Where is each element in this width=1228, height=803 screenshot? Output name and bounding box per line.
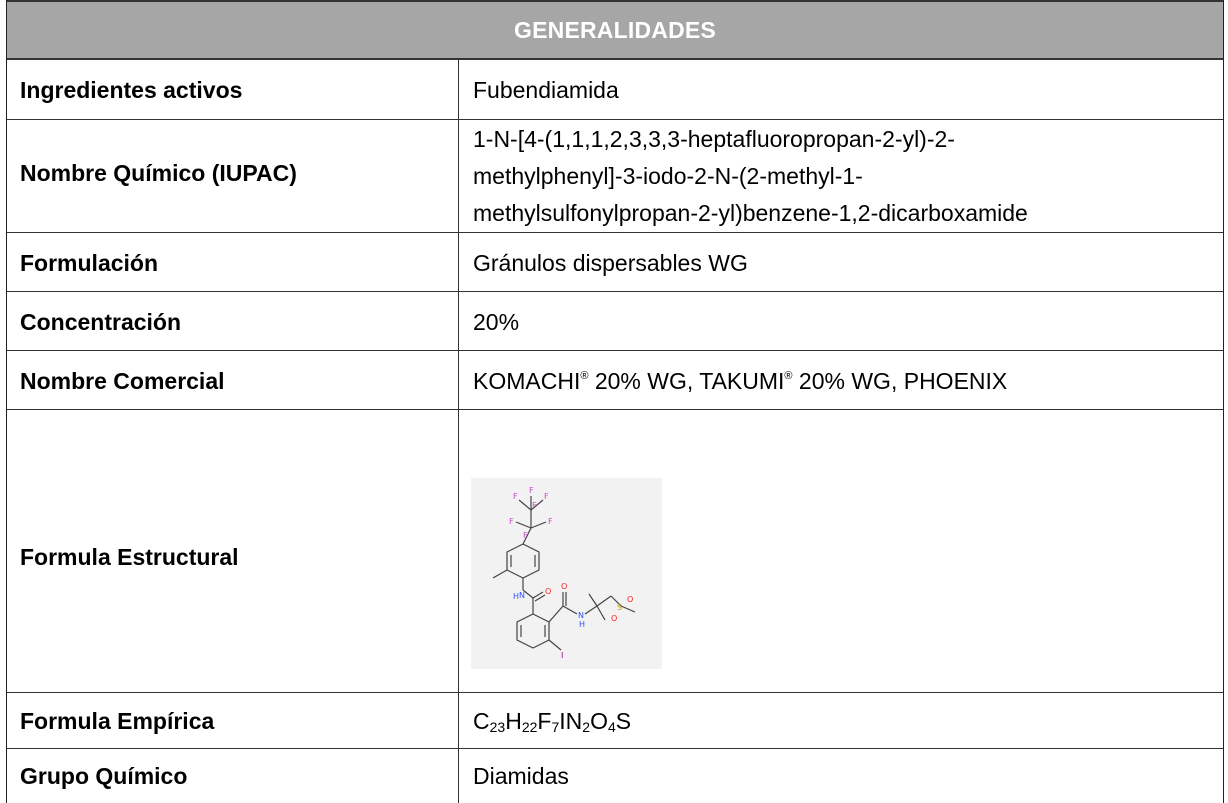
formula-subscript: 22 [521,719,538,735]
registered-mark: ® [784,370,793,382]
atom-label: F [513,492,518,501]
atom-label: F [532,501,537,510]
atom-label: H [513,592,519,601]
atom-label: N [578,611,584,620]
formula-subscript: 23 [489,719,506,735]
registered-mark: ® [580,370,589,382]
iupac-name: 1-N-[4-(1,1,1,2,3,3,3-heptafluoropropan-… [473,121,1028,232]
atom-label: I [561,651,563,660]
row-ingredientes: Ingredientes activos Fubendiamida [7,60,1223,120]
row-label: Formula Estructural [20,544,239,570]
trade-name-part: 20% WG, PHOENIX [792,368,1008,394]
formula-element: C [473,708,490,734]
atom-label: O [561,582,567,591]
atom-label: O [545,587,551,596]
generalidades-table: GENERALIDADES Ingredientes activos Fuben… [6,0,1224,803]
structural-formula-drawing: F F F F F F F N H O O N H S O O I [492,486,636,660]
formula-subscript: 2 [582,719,591,735]
column-divider [458,60,459,803]
atom-label: H [579,620,585,629]
row-formulacion: Formulación Gránulos dispersables WG [7,233,1223,292]
row-label: Concentración [20,309,182,335]
atom-label: F [523,531,528,540]
row-label: Grupo Químico [20,763,188,789]
atom-label: F [529,486,534,495]
iupac-line: methylsulfonylpropan-2-yl)benzene-1,2-di… [473,200,1028,226]
structural-formula-image: F F F F F F F N H O O N H S O O I [471,478,662,669]
trade-name-part: 20% WG, TAKUMI [588,368,785,394]
header-title: GENERALIDADES [514,16,716,43]
formula-element: IN [559,708,583,734]
row-label: Nombre Comercial [20,368,225,394]
iupac-line: 1-N-[4-(1,1,1,2,3,3,3-heptafluoropropan-… [473,126,955,152]
trade-names: KOMACHI® 20% WG, TAKUMI® 20% WG, PHOENIX [473,368,1007,395]
row-value: Diamidas [473,763,569,789]
formula-subscript: 7 [551,719,560,735]
row-value: Fubendiamida [473,77,619,103]
atom-label: F [548,517,553,526]
row-nombre-comercial: Nombre Comercial KOMACHI® 20% WG, TAKUMI… [7,351,1223,410]
row-label: Formulación [20,250,159,276]
formula-element: H [505,708,522,734]
row-iupac: Nombre Químico (IUPAC) 1-N-[4-(1,1,1,2,3… [7,120,1223,233]
row-formula-empirica: Formula Empírica C23H22F7IN2O4S [7,693,1223,749]
row-label: Nombre Químico (IUPAC) [20,160,297,186]
atom-label: N [519,591,525,600]
atom-label: O [627,595,633,604]
trade-name-part: KOMACHI [473,368,581,394]
atom-label: F [509,517,514,526]
row-label: Formula Empírica [20,708,215,734]
iupac-line: methylphenyl]-3-iodo-2-N-(2-methyl-1- [473,163,863,189]
empirical-formula: C23H22F7IN2O4S [473,708,631,735]
formula-element: F [537,708,552,734]
row-formula-estructural: Formula Estructural [7,410,1223,693]
row-label: Ingredientes activos [20,77,243,103]
row-value: Gránulos dispersables WG [473,250,748,276]
row-value: 20% [473,309,520,335]
row-grupo-quimico: Grupo Químico Diamidas [7,749,1223,803]
row-concentracion: Concentración 20% [7,292,1223,351]
formula-element: O [590,708,608,734]
atom-label: O [611,614,617,623]
formula-element: S [615,708,632,734]
atom-label: F [544,492,549,501]
formula-subscript: 4 [607,719,616,735]
table-header: GENERALIDADES [7,0,1223,60]
atom-label: S [617,603,622,612]
